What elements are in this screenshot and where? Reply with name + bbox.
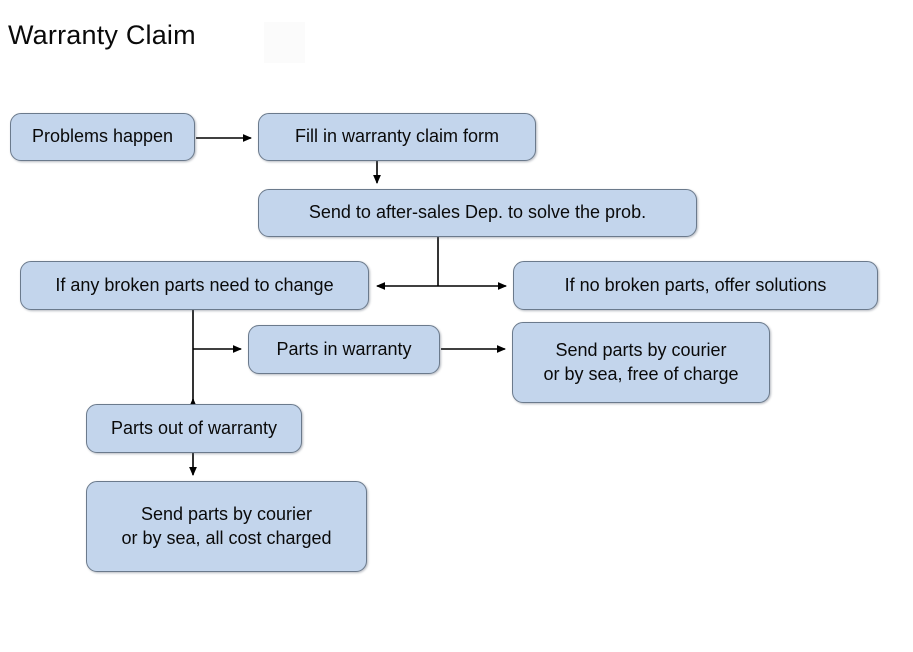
- node-if-no-broken-parts[interactable]: If no broken parts, offer solutions: [513, 261, 878, 310]
- node-label: Problems happen: [31, 126, 174, 147]
- node-problems-happen[interactable]: Problems happen: [10, 113, 195, 161]
- title-background-artifact: [264, 22, 305, 63]
- node-label: Send parts by courier or by sea, all cos…: [121, 503, 332, 548]
- node-label: If no broken parts, offer solutions: [564, 274, 827, 295]
- node-label: Fill in warranty claim form: [294, 126, 500, 147]
- node-label: If any broken parts need to change: [55, 274, 334, 295]
- node-parts-out-of-warranty[interactable]: Parts out of warranty: [86, 404, 302, 453]
- node-send-parts-all-cost-charged[interactable]: Send parts by courier or by sea, all cos…: [86, 481, 367, 572]
- node-label: Parts out of warranty: [110, 417, 278, 438]
- node-label: Send parts by courier or by sea, free of…: [543, 339, 739, 384]
- node-send-parts-free-of-charge[interactable]: Send parts by courier or by sea, free of…: [512, 322, 770, 403]
- node-fill-warranty-claim-form[interactable]: Fill in warranty claim form: [258, 113, 536, 161]
- node-parts-in-warranty[interactable]: Parts in warranty: [248, 325, 440, 374]
- node-label: Parts in warranty: [276, 338, 412, 359]
- node-if-any-broken-parts[interactable]: If any broken parts need to change: [20, 261, 369, 310]
- page-title: Warranty Claim: [8, 20, 196, 50]
- node-send-to-after-sales-dep[interactable]: Send to after-sales Dep. to solve the pr…: [258, 189, 697, 237]
- node-label: Send to after-sales Dep. to solve the pr…: [308, 202, 647, 223]
